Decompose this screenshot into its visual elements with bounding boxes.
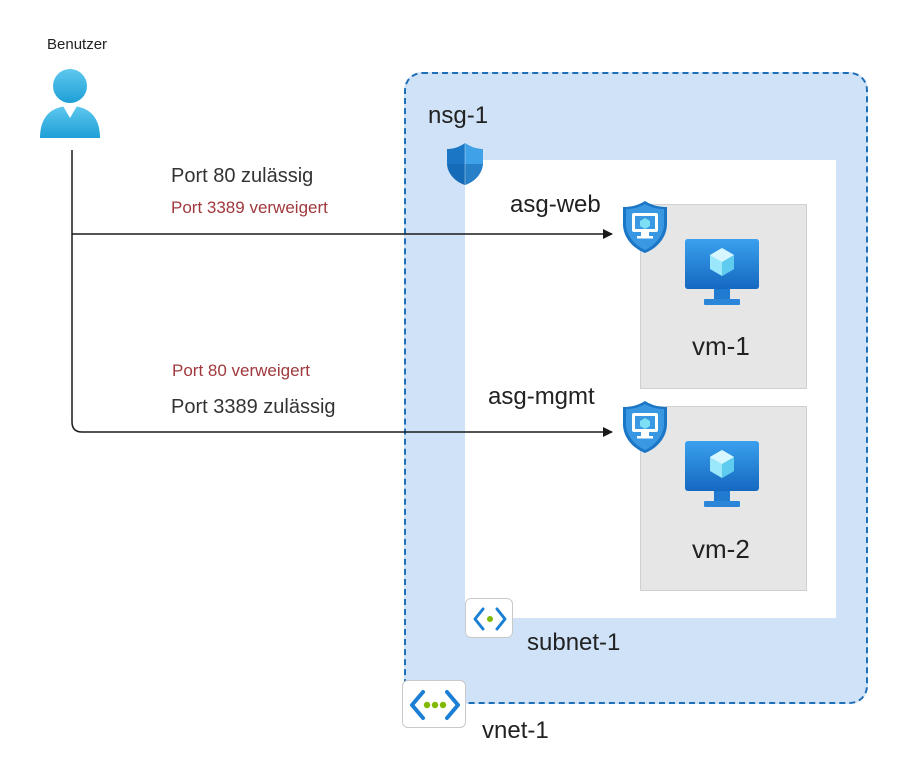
user-icon [40, 69, 100, 138]
virtual-machine-icon [685, 441, 759, 507]
flow-2-denied-label: Port 80 verweigert [172, 361, 310, 380]
vm-2-label: vm-2 [692, 534, 750, 564]
subnet-icon-card [465, 598, 513, 638]
application-security-group-icon [623, 401, 667, 453]
asg-web-label: asg-web [510, 191, 601, 218]
vnet-label: vnet-1 [482, 717, 549, 744]
subnet-label: subnet-1 [527, 629, 621, 656]
user-label: Benutzer [47, 36, 108, 53]
network-security-group-icon [447, 143, 483, 185]
flow-1-denied-label: Port 3389 verweigert [171, 198, 328, 217]
flow-2-allowed-label: Port 3389 zulässig [171, 396, 336, 418]
virtual-network-icon [410, 690, 460, 720]
user-trunk-line [71, 150, 613, 437]
application-security-group-icon [623, 201, 667, 253]
vm-1-label: vm-1 [692, 331, 750, 361]
asg-mgmt-label: asg-mgmt [488, 383, 595, 410]
vnet-icon-card [402, 680, 466, 728]
nsg-label: nsg-1 [428, 102, 489, 129]
subnet-icon [473, 607, 507, 631]
virtual-machine-icon [685, 239, 759, 305]
flow-1-allowed-label: Port 80 zulässig [171, 165, 314, 187]
